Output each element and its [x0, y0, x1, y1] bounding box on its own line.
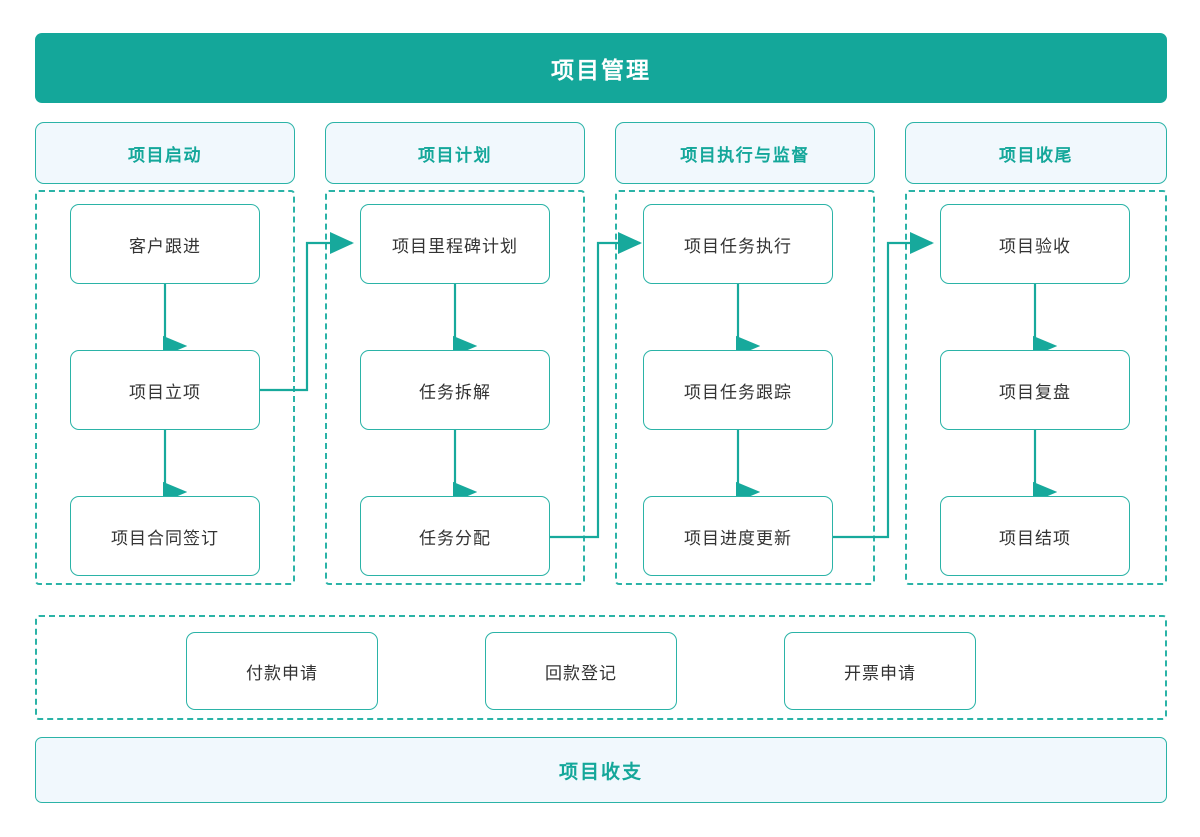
node-progress-update[interactable]: 项目进度更新 — [643, 496, 833, 576]
node-label: 回款登记 — [545, 663, 617, 683]
master-header-bar: 项目管理 — [35, 33, 1167, 103]
phase-header-label: 项目执行与监督 — [680, 145, 810, 165]
finance-strip — [35, 615, 1167, 720]
node-label: 项目里程碑计划 — [392, 236, 518, 256]
phase-header-label: 项目计划 — [418, 145, 492, 165]
master-header-title: 项目管理 — [551, 57, 651, 83]
node-project-retrospective[interactable]: 项目复盘 — [940, 350, 1130, 430]
node-label: 客户跟进 — [129, 236, 201, 256]
node-task-breakdown[interactable]: 任务拆解 — [360, 350, 550, 430]
node-task-execution[interactable]: 项目任务执行 — [643, 204, 833, 284]
node-receipt-registration[interactable]: 回款登记 — [485, 632, 677, 710]
node-customer-followup[interactable]: 客户跟进 — [70, 204, 260, 284]
node-label: 项目复盘 — [999, 382, 1071, 402]
phase-header-project-planning[interactable]: 项目计划 — [325, 122, 585, 184]
node-task-assignment[interactable]: 任务分配 — [360, 496, 550, 576]
node-label: 开票申请 — [844, 663, 916, 683]
node-label: 项目任务执行 — [684, 236, 792, 256]
node-project-closure[interactable]: 项目结项 — [940, 496, 1130, 576]
node-label: 项目立项 — [129, 382, 201, 402]
node-label: 项目进度更新 — [684, 528, 792, 548]
node-project-acceptance[interactable]: 项目验收 — [940, 204, 1130, 284]
node-label: 任务分配 — [419, 528, 491, 548]
phase-header-project-execution[interactable]: 项目执行与监督 — [615, 122, 875, 184]
node-label: 项目任务跟踪 — [684, 382, 792, 402]
phase-header-label: 项目启动 — [128, 145, 202, 165]
footer-bar-project-finance[interactable]: 项目收支 — [35, 737, 1167, 803]
node-contract-signing[interactable]: 项目合同签订 — [70, 496, 260, 576]
node-label: 项目验收 — [999, 236, 1071, 256]
node-label: 任务拆解 — [419, 382, 491, 402]
footer-bar-label: 项目收支 — [558, 761, 643, 783]
node-label: 项目合同签订 — [111, 528, 219, 548]
node-task-tracking[interactable]: 项目任务跟踪 — [643, 350, 833, 430]
phase-header-label: 项目收尾 — [999, 145, 1073, 165]
node-label: 付款申请 — [246, 663, 318, 683]
node-project-initiation-approval[interactable]: 项目立项 — [70, 350, 260, 430]
phase-header-project-closure[interactable]: 项目收尾 — [905, 122, 1167, 184]
node-payment-request[interactable]: 付款申请 — [186, 632, 378, 710]
node-label: 项目结项 — [999, 528, 1071, 548]
node-milestone-plan[interactable]: 项目里程碑计划 — [360, 204, 550, 284]
phase-header-project-initiation[interactable]: 项目启动 — [35, 122, 295, 184]
node-invoice-request[interactable]: 开票申请 — [784, 632, 976, 710]
